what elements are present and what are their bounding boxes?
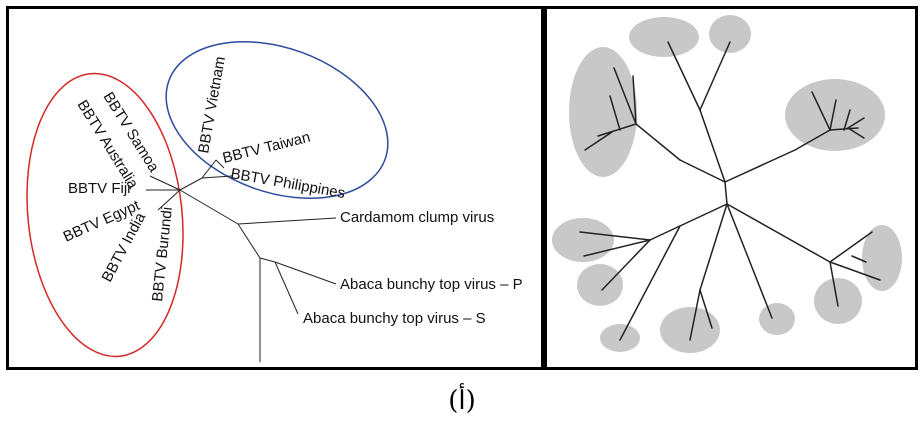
cluster-top-middle — [629, 17, 699, 57]
label-cardamom-clump-virus: Cardamom clump virus — [340, 209, 494, 226]
cluster-bottom-small — [759, 303, 795, 335]
figure-caption: (أ) — [448, 386, 476, 416]
label-bbtv-burundi: BBTV Burundi — [149, 206, 176, 302]
cluster-right-top — [785, 79, 885, 151]
cluster-left-middle — [552, 218, 614, 262]
cluster-bottom-middle — [660, 307, 720, 353]
cluster-bottom-left-small — [600, 324, 640, 352]
left-tree-branches — [146, 159, 337, 362]
red-group-ellipse — [26, 72, 184, 358]
right-tree-panel — [552, 15, 902, 353]
cluster-top-small — [709, 15, 751, 53]
left-tree-panel: BBTV Samoa BBTV Australia BBTV Fiji BBTV… — [26, 40, 523, 362]
panel-divider — [541, 6, 547, 370]
label-bbtv-vietnam: BBTV Vietnam — [195, 55, 229, 155]
cluster-blobs — [552, 15, 902, 353]
cluster-top-left — [569, 47, 637, 177]
label-abaca-bunchy-top-p: Abaca bunchy top virus – P — [340, 276, 523, 293]
cluster-left-lower — [577, 264, 623, 306]
label-bbtv-fiji: BBTV Fiji — [68, 180, 131, 197]
cluster-far-right — [862, 225, 902, 291]
right-tree-branches — [579, 41, 881, 341]
label-bbtv-taiwan: BBTV Taiwan — [221, 129, 312, 167]
cluster-bottom-right — [814, 278, 862, 324]
label-abaca-bunchy-top-s: Abaca bunchy top virus – S — [303, 310, 486, 327]
blue-group-ellipse — [165, 40, 389, 200]
